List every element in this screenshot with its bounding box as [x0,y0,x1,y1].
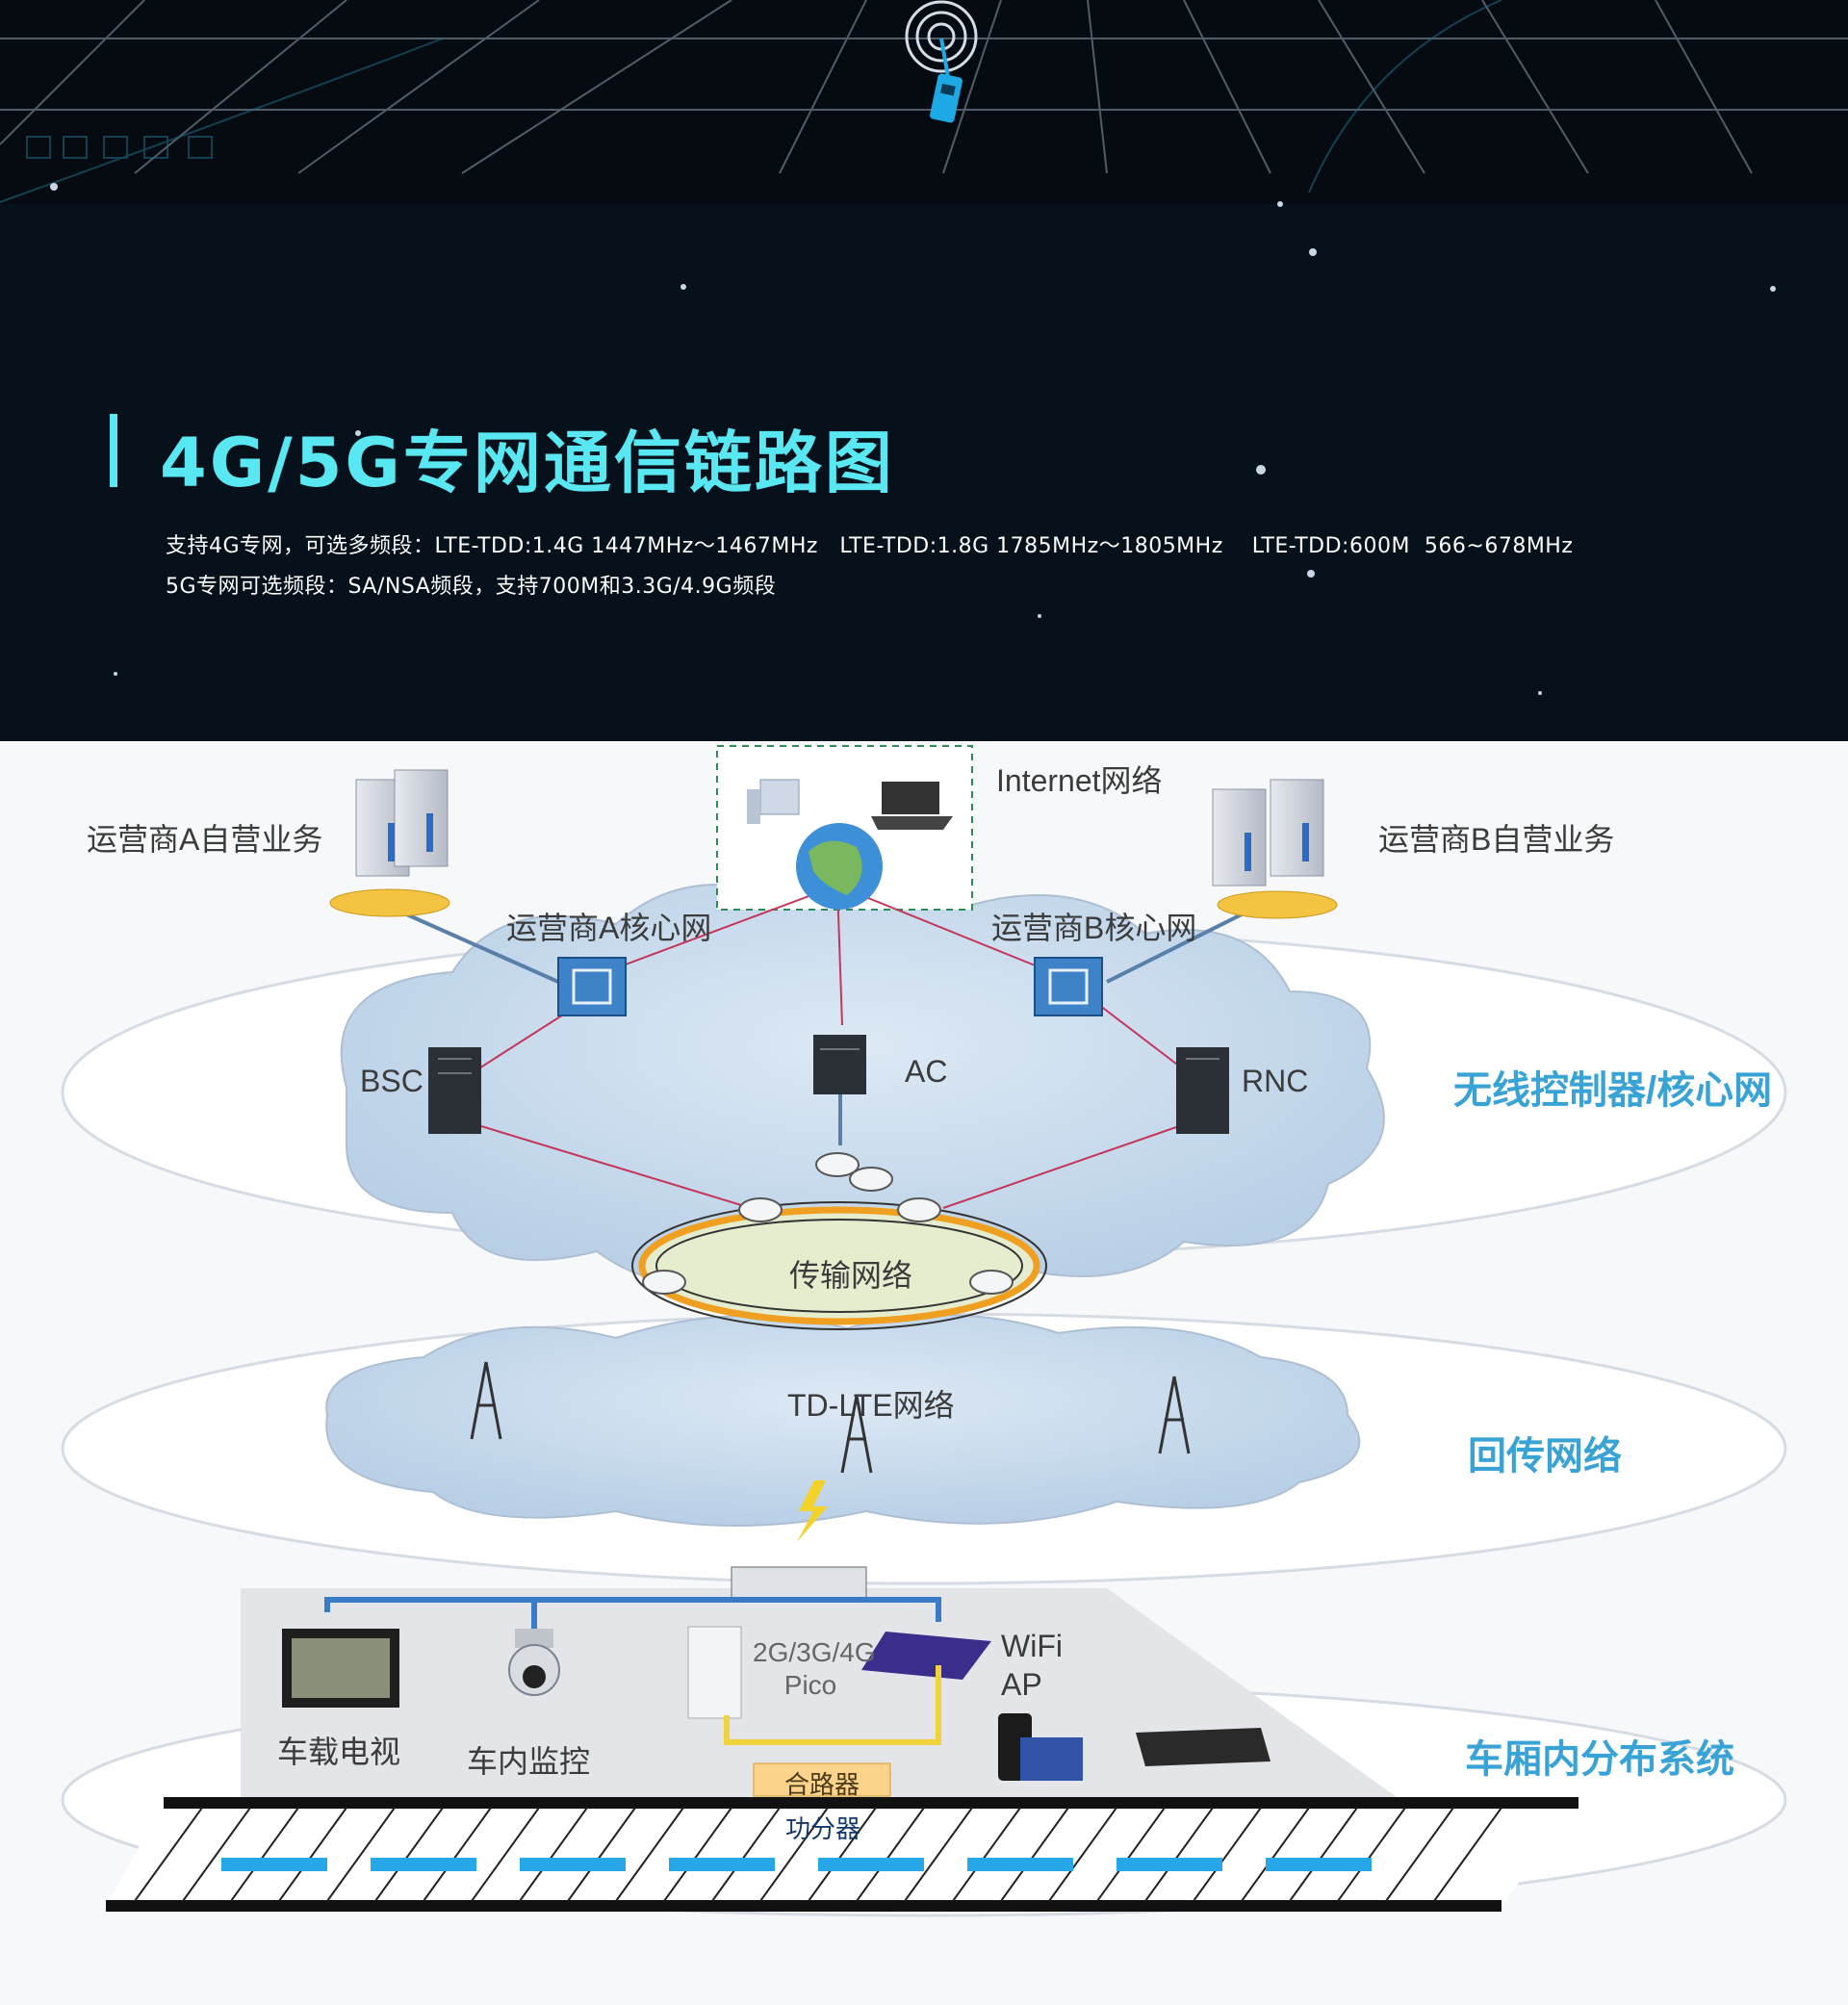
diagram-graphics [61,745,1787,1917]
tv-label: 车载电视 [277,1735,401,1769]
pico-label: 2G/3G/4G Pico [753,1637,876,1700]
ac-label: AC [905,1054,948,1089]
phone-icons [998,1713,1083,1781]
carriage-layer-label: 车厢内分布系统 [1465,1738,1734,1781]
splitter-label: 功分器 [785,1814,861,1843]
core-layer-label: 无线控制器/核心网 [1453,1069,1773,1112]
rnc-rack-icon [1176,1047,1229,1134]
frequency-description-4g: 支持4G专网，可选多频段：LTE-TDD:1.4G 1447MHz～1467MH… [166,534,1574,558]
grid-band [0,0,1848,204]
network-diagram: Internet网络 运营商A自营业务 运营商B自营业务 运营商A核心网 运营商… [0,741,1848,2005]
server-b-icon [1212,779,1338,919]
operator-b-core-label: 运营商B核心网 [991,911,1197,945]
bsc-label: BSC [360,1064,424,1098]
walkie-talkie-icon [905,0,978,123]
starfield-grid [0,0,1848,695]
operator-a-service-label: 运营商A自营业务 [87,822,323,857]
backhaul-cloud [325,1314,1361,1527]
tower-icons [470,1361,1191,1474]
combiner-label: 合路器 [784,1770,860,1799]
monitor-label: 车内监控 [467,1744,591,1779]
desktop-pc-icon [747,779,800,824]
backhaul-layer-label: 回传网络 [1468,1435,1622,1478]
hero-banner: 4G/5G专网通信链路图 支持4G专网，可选多频段：LTE-TDD:1.4G 1… [0,0,1848,741]
rnc-label: RNC [1242,1064,1309,1098]
bsc-rack-icon [428,1047,481,1134]
train-track [106,1797,1578,1912]
pico-device [687,1626,742,1719]
ac-rack-icon [813,1035,866,1094]
laptop-icon [871,782,953,830]
title-accent-bar [110,414,117,487]
frequency-description-5g: 5G专网可选频段：SA/NSA频段，支持700M和3.3G/4.9G频段 [166,575,777,599]
onboard-gateway [731,1566,867,1601]
core-router-a-icon [557,957,627,1016]
camera-icon [508,1629,560,1696]
wifi-ap-icon [861,1632,991,1680]
operator-a-core-label: 运营商A核心网 [506,911,712,945]
wireless-bolt-icon [797,1480,828,1542]
tablet-icon [1136,1728,1270,1766]
transport-ring [631,1152,1047,1330]
transport-network-label: 传输网络 [789,1258,913,1293]
internet-label: Internet网络 [996,763,1163,798]
wifi-ap-label: WiFi AP [1001,1629,1063,1702]
server-a-icon [329,769,450,917]
operator-b-service-label: 运营商B自营业务 [1378,822,1615,857]
core-router-b-icon [1034,957,1103,1016]
page-title: 4G/5G专网通信链路图 [160,424,895,502]
combiner-box [753,1762,891,1797]
td-lte-label: TD-LTE网络 [787,1388,955,1423]
